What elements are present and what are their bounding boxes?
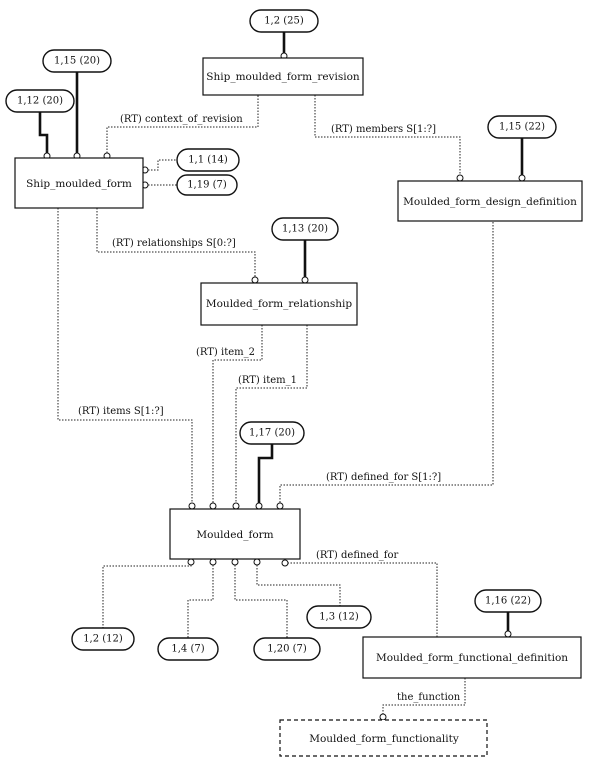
line-the-function [382,678,466,715]
entity-label: Moulded_form_functional_definition [376,652,568,664]
page-ref-r7[interactable]: 1,13 (20) [271,217,339,241]
page-ref-r11[interactable]: 1,4 (7) [157,637,219,661]
entity-moulded-form-functionality[interactable]: Moulded_form_functionality [279,719,488,757]
page-ref-r4[interactable]: 1,1 (14) [176,148,240,172]
circle-mf-top-5 [276,502,284,510]
page-ref-r10[interactable]: 1,2 (12) [71,627,135,651]
circle-mf-bottom-2 [209,558,217,566]
line-defined-for [282,562,438,637]
circle-mf-bottom-3 [231,558,239,566]
page-references: 1,2 (25) 1,15 (20) 1,12 (20) 1,1 (14) 1,… [5,9,557,661]
entity-moulded-form-design-definition[interactable]: Moulded_form_design_definition [397,180,583,222]
circle-mffd-top [504,630,512,638]
label-item-1: (RT) item_1 [238,375,297,386]
circle-mf-top-1 [188,502,196,510]
page-ref-r2[interactable]: 1,15 (20) [42,49,112,73]
line-ref-1-4-7 [187,562,214,640]
circle-mf-bottom-4 [253,558,261,566]
circle-mff-top [379,713,387,721]
label-context-of-revision: (RT) context_of_revision [120,114,243,125]
page-ref-r9[interactable]: 1,16 (22) [474,589,542,613]
page-ref-r13[interactable]: 1,3 (12) [306,605,372,629]
page-ref-r5[interactable]: 1,19 (7) [176,174,238,196]
page-ref-r3[interactable]: 1,12 (20) [5,89,75,113]
line-item-1 [235,325,308,503]
svg-text:1,16 (22): 1,16 (22) [485,596,531,607]
circle-mf-right [281,559,289,567]
entity-label: Ship_moulded_form [26,178,132,190]
svg-text:1,20 (7): 1,20 (7) [267,644,307,655]
entity-ship-moulded-form-revision[interactable]: Ship_moulded_form_revision [202,57,364,96]
circle-mf-bottom-1 [187,558,195,566]
label-the-function: the_function [397,692,461,703]
label-items: (RT) items S[1:?] [78,406,164,417]
svg-text:1,4 (7): 1,4 (7) [171,644,204,655]
entity-moulded-form-relationship[interactable]: Moulded_form_relationship [200,282,358,326]
relationship-lines [57,95,494,715]
entity-ship-moulded-form[interactable]: Ship_moulded_form [14,157,144,209]
entity-label: Moulded_form_functionality [309,733,459,745]
svg-text:1,15 (20): 1,15 (20) [54,56,100,67]
circle-mf-top-3 [232,502,240,510]
thick-ref-1-17-20 [257,444,274,503]
line-members [314,95,461,175]
entity-label: Moulded_form_design_definition [403,196,577,208]
line-ref-1-1-14 [148,159,177,171]
circle-mfdd-top-1 [456,174,464,182]
label-members: (RT) members S[1:?] [331,124,436,135]
circle-mfdd-top-2 [518,174,526,182]
page-ref-r6[interactable]: 1,15 (22) [487,115,557,139]
svg-text:1,13 (20): 1,13 (20) [282,224,328,235]
svg-text:1,12 (20): 1,12 (20) [17,96,63,107]
entity-moulded-form-functional-definition[interactable]: Moulded_form_functional_definition [362,636,582,679]
line-relationships [96,208,256,277]
label-defined-for: (RT) defined_for [316,550,398,561]
svg-text:1,3 (12): 1,3 (12) [319,612,359,623]
entity-boxes: Ship_moulded_form_revision Ship_moulded_… [14,57,583,757]
line-ref-1-3-12 [256,562,341,606]
svg-text:1,19 (7): 1,19 (7) [187,180,227,191]
svg-text:1,15 (22): 1,15 (22) [499,122,545,133]
svg-text:1,17 (20): 1,17 (20) [249,428,295,439]
page-ref-r1[interactable]: 1,2 (25) [249,9,319,33]
thick-ref-1-12-20 [38,112,49,153]
relationship-labels: (RT) context_of_revision (RT) members S[… [78,114,461,703]
line-items [57,208,193,503]
label-item-2: (RT) item_2 [196,347,255,358]
circle-mfr-top-2 [301,276,309,284]
svg-text:1,2 (12): 1,2 (12) [83,634,123,645]
entity-label: Moulded_form_relationship [206,298,353,310]
entity-label: Ship_moulded_form_revision [206,71,360,83]
page-ref-r12[interactable]: 1,20 (7) [253,637,321,661]
connection-circles [43,52,526,721]
entity-label: Moulded_form [196,529,273,541]
line-context-of-revision [106,95,259,153]
thick-lines [38,32,524,637]
label-defined-for-set: (RT) defined_for S[1:?] [326,472,441,483]
label-relationships: (RT) relationships S[0:?] [112,238,236,249]
circle-mf-top-4 [255,502,263,510]
svg-text:1,1 (14): 1,1 (14) [188,155,228,166]
page-ref-r8[interactable]: 1,17 (20) [239,421,305,445]
circle-mf-top-2 [209,502,217,510]
line-ref-1-2-12 [102,562,192,630]
line-defined-for-set [279,213,494,503]
line-ref-1-20-7 [234,562,288,640]
svg-text:1,2 (25): 1,2 (25) [264,16,304,27]
circle-mfr-top-1 [251,276,259,284]
entity-moulded-form[interactable]: Moulded_form [169,508,301,560]
